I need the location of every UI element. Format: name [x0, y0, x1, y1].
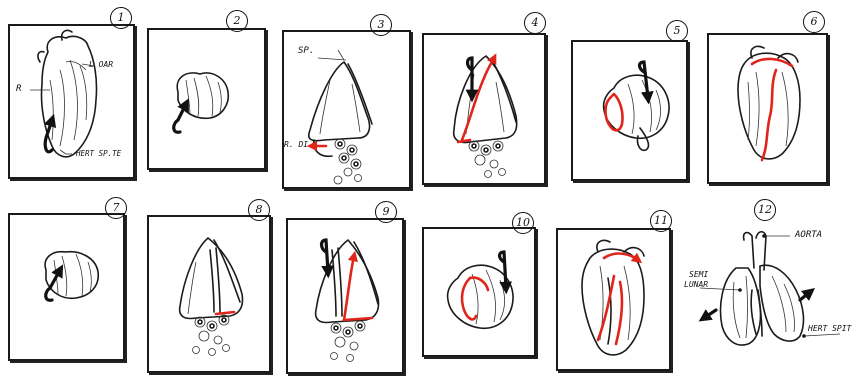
label-hert-p1: HERT SP.TE: [76, 149, 121, 158]
ventricles-incision-4: [454, 56, 517, 178]
label-hert-p12: HERT SPIT: [808, 324, 851, 333]
opened-ventricles-8: [180, 238, 243, 356]
label-l-oar: L OAR: [89, 60, 113, 69]
heart-front-view-1: [30, 30, 97, 156]
label-semi: SEMI: [689, 270, 708, 279]
label-aorta: AORTA: [795, 230, 822, 240]
heart-rotated-view-2: [174, 73, 229, 132]
opened-ventricles-3: [309, 58, 372, 184]
heart-red-outline-5: [604, 62, 669, 150]
leader-line-hert: [60, 150, 66, 154]
heart-rotated-view-7: [45, 252, 98, 301]
label-lunar: LUNAR: [684, 280, 708, 289]
heart-cut-line-11: [582, 240, 644, 354]
label-sp: SP.: [298, 46, 314, 56]
heart-cut-line-6: [738, 46, 800, 160]
leader-line-sp: [338, 50, 344, 60]
ventricles-incision-9: [316, 240, 379, 362]
label-r-di: R. DI: [284, 140, 308, 149]
heart-red-outline-10: [448, 252, 513, 328]
label-r: R: [16, 84, 21, 94]
